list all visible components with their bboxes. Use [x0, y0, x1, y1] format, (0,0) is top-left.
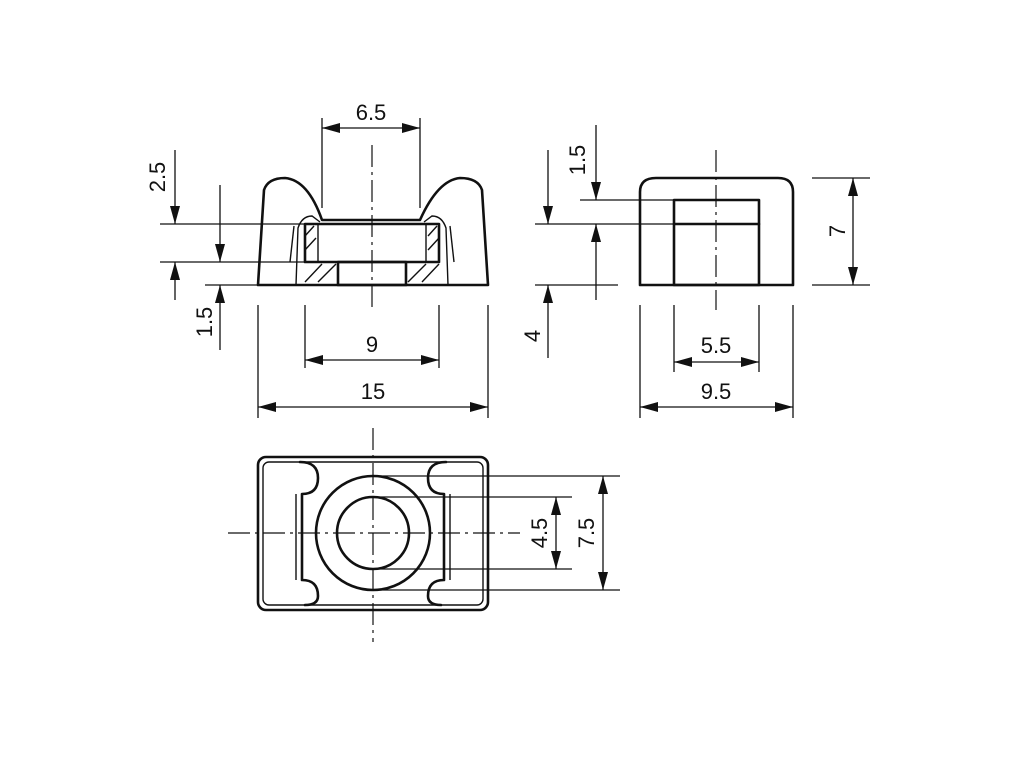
dim-label-1-5-front: 1.5	[192, 307, 217, 338]
front-hatching	[304, 225, 440, 283]
dim-label-7-5: 7.5	[574, 518, 599, 549]
front-left-arm-detail-2	[289, 225, 295, 263]
dim-label-2-5: 2.5	[145, 162, 170, 193]
dim-label-15: 15	[361, 379, 385, 404]
top-dimensions: 4.5 7.5	[373, 475, 620, 591]
front-left-arm-detail	[295, 215, 321, 286]
dim-label-4-5: 4.5	[527, 518, 552, 549]
top-right-notch	[426, 460, 448, 607]
dim-label-5-5: 5.5	[701, 333, 732, 358]
front-right-arm-detail-2	[449, 225, 455, 263]
dim-label-7: 7	[825, 225, 850, 237]
side-view	[638, 150, 795, 310]
side-dimensions: 1.5 4 7 5.5 9.5	[520, 125, 870, 418]
side-view-outline	[638, 176, 795, 287]
dim-label-9-5: 9.5	[701, 379, 732, 404]
front-right-arm-detail	[423, 215, 449, 286]
top-view	[228, 428, 520, 642]
dim-label-6-5: 6.5	[356, 100, 387, 125]
front-view	[256, 145, 490, 310]
dim-label-9: 9	[366, 332, 378, 357]
dim-label-4: 4	[520, 330, 545, 342]
front-view-outline	[256, 176, 490, 287]
front-dimensions: 6.5 2.5 1.5 9 15	[145, 100, 489, 418]
dim-label-1-5-side: 1.5	[565, 145, 590, 176]
top-left-notch	[298, 460, 320, 607]
